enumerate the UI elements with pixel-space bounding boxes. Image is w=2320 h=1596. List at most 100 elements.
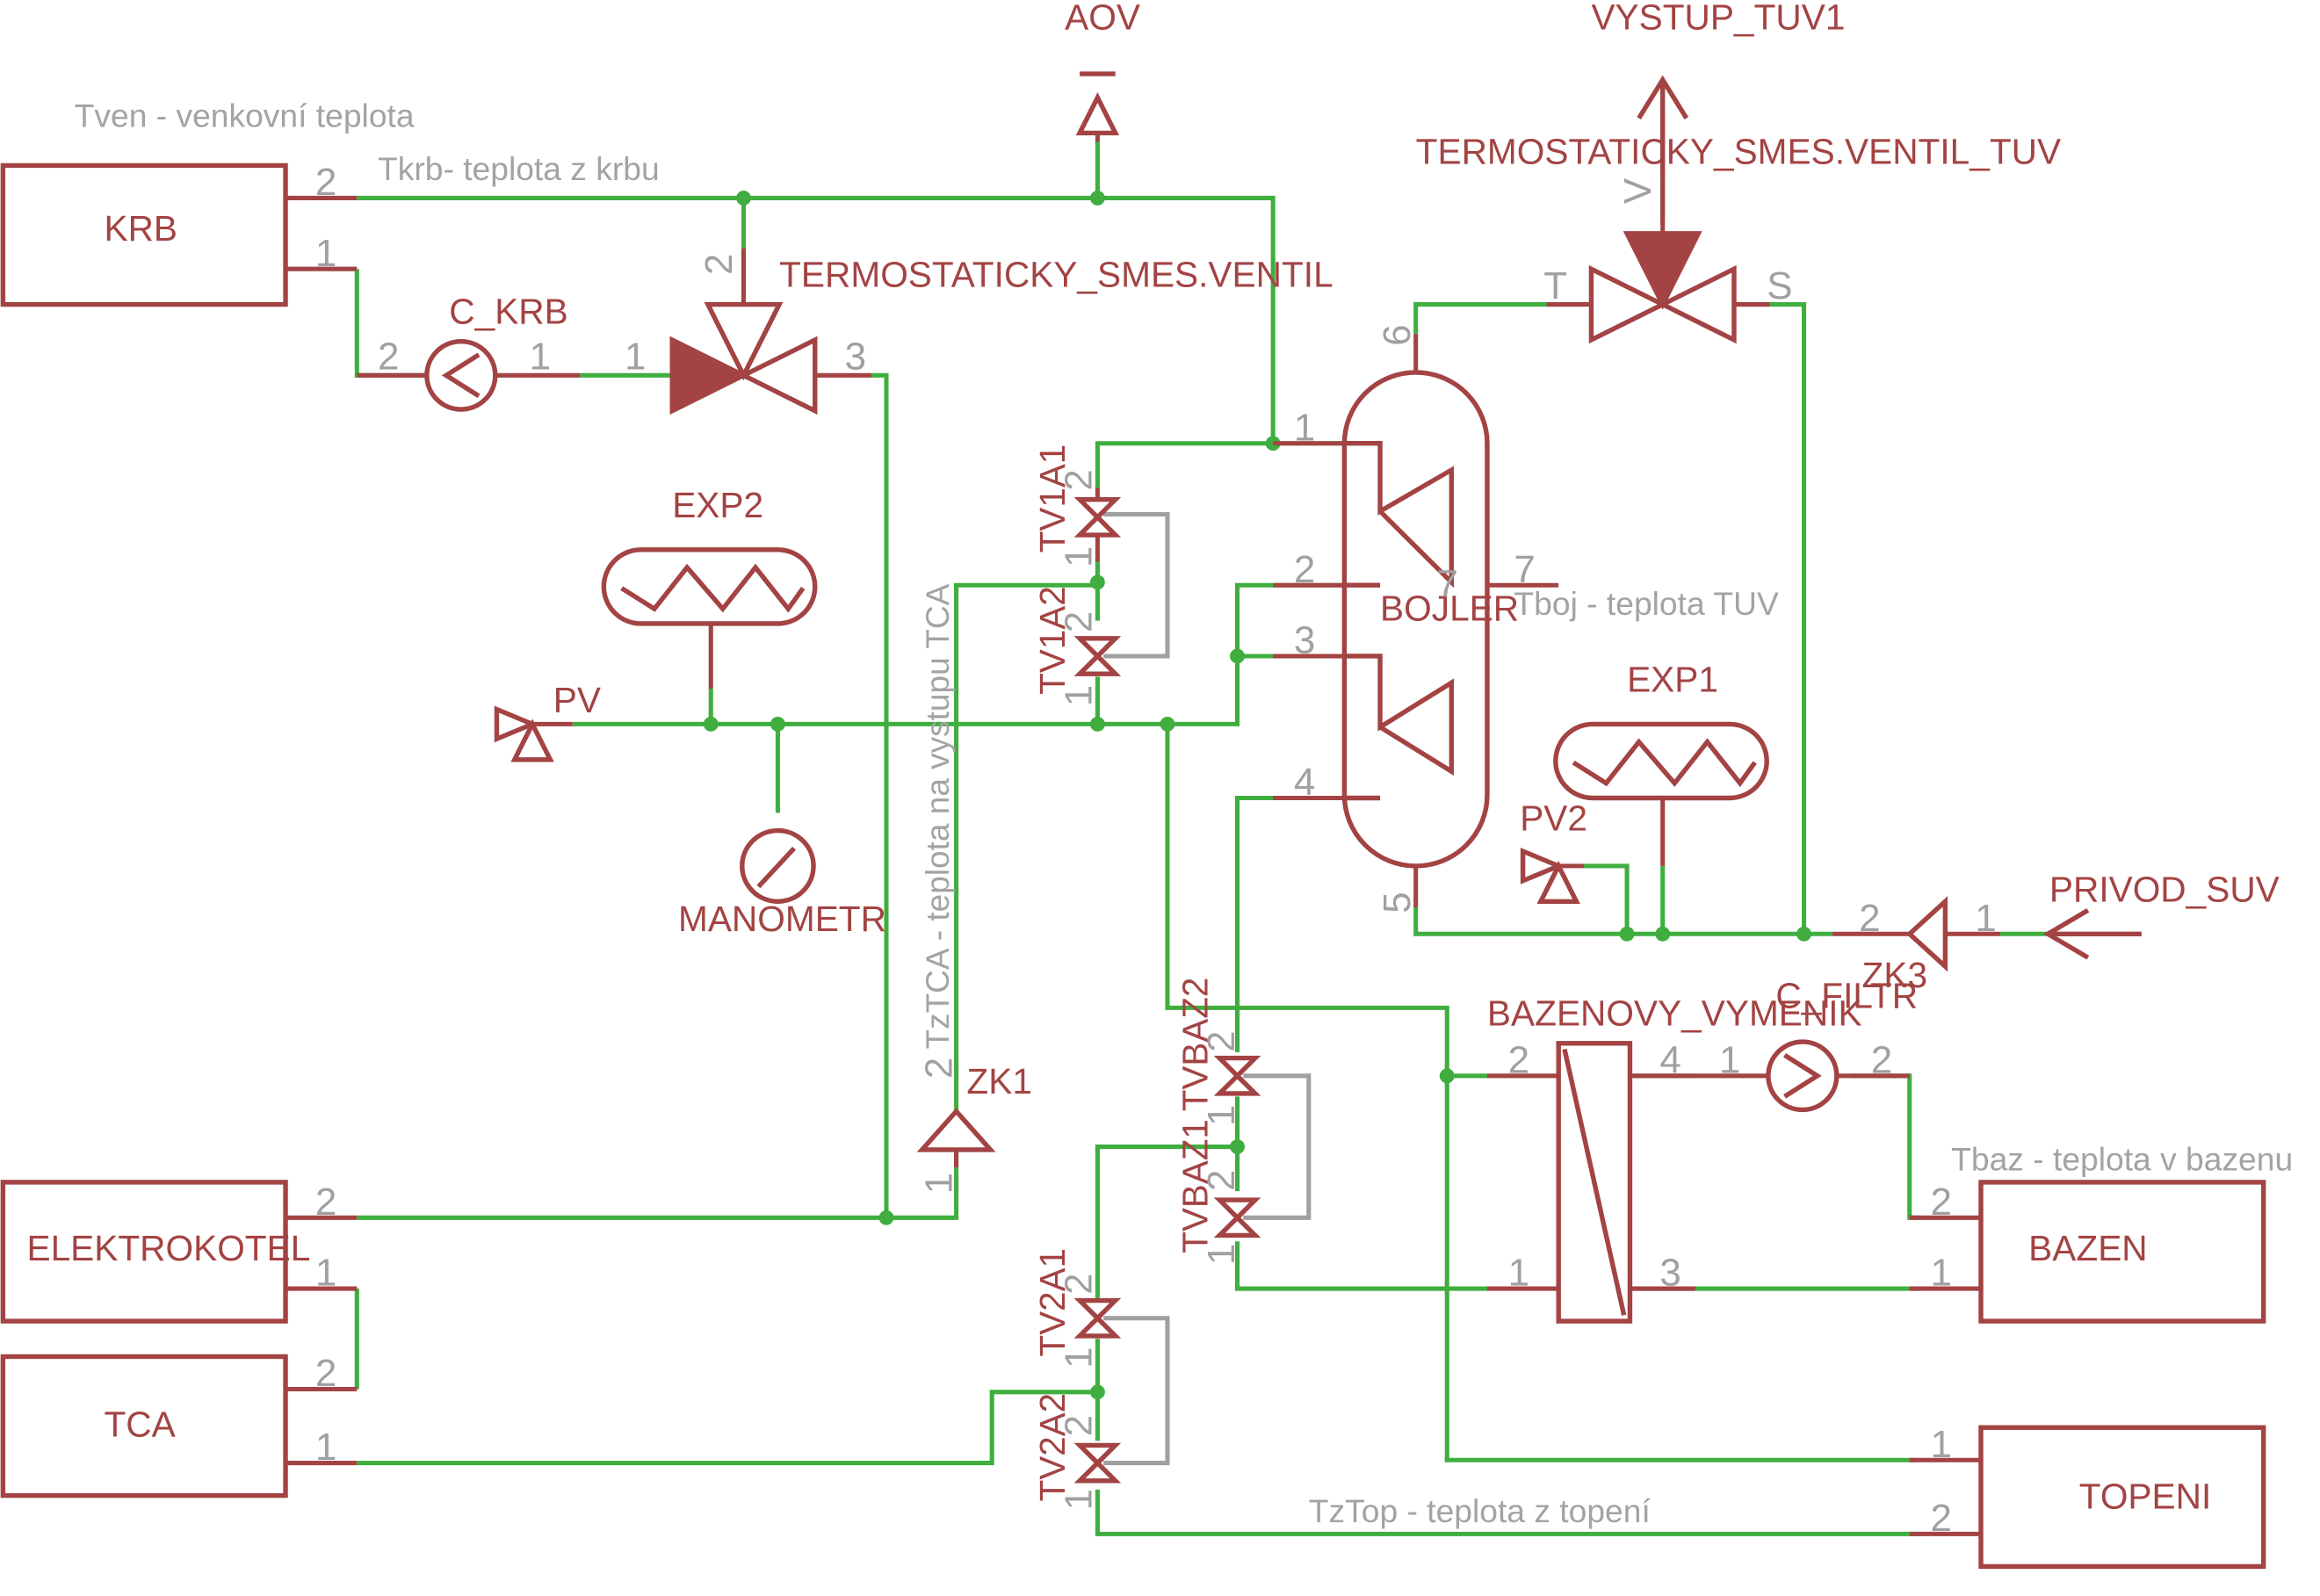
inlet-arrow-icon (2042, 908, 2142, 960)
tv1a1-pin-1: 1 (1058, 546, 1101, 567)
tv1a1-pin-2: 2 (1058, 469, 1101, 490)
bojler-tank-icon (1273, 334, 1559, 907)
tvbaz2-label: TVBAZ2 (1175, 978, 1216, 1112)
elektrokotel-label: ELEKTROKOTEL (26, 1228, 310, 1268)
bojler-pin-6: 6 (1376, 324, 1419, 345)
pv-label: PV (553, 680, 601, 720)
c-krb-pin-1: 1 (530, 336, 551, 379)
tv2a2-pin-1: 1 (1058, 1489, 1101, 1510)
tvbaz2-pin-1: 1 (1200, 1105, 1243, 1126)
krb-label: KRB (105, 208, 178, 249)
c-krb-label: C_KRB (449, 292, 567, 332)
thermo-valve-tvbaz2-icon (1213, 1055, 1261, 1096)
thermo-valve-tv1a1-icon (1073, 487, 1122, 562)
tuv-valve-pin-t: T (1543, 264, 1567, 307)
vystup-tuv1-label: VYSTUP_TUV1 (1591, 0, 1845, 38)
topeni-pin-1: 1 (1930, 1423, 1951, 1466)
zk1-label: ZK1 (966, 1061, 1032, 1101)
tv2a2-label: TV2A2 (1032, 1393, 1073, 1501)
junction-dots (703, 191, 1812, 1400)
tv2a1-label: TV2A1 (1032, 1248, 1073, 1356)
thermo-valve-tvbaz1-icon (1213, 1197, 1261, 1239)
tvbaz2-pin-2: 2 (1200, 1031, 1243, 1052)
tca-label: TCA (105, 1404, 176, 1444)
bazen-box (1909, 1180, 2266, 1324)
tv1a1-label: TV1A1 (1032, 444, 1073, 552)
tuv-valve-pin-v: V (1616, 177, 1659, 204)
bojler-pin-1: 1 (1294, 406, 1315, 449)
heat-exchanger-icon (1486, 1041, 1695, 1324)
tvbaz1-label: TVBAZ1 (1175, 1119, 1216, 1253)
vymenik-pin-4: 4 (1659, 1039, 1680, 1082)
smes-ventil-label: TERMOSTATICKY_SMES.VENTIL (779, 255, 1333, 295)
note-tztop: TzTop - teplota z topení (1309, 1492, 1651, 1529)
thermo-valve-tv2a2-icon (1073, 1442, 1122, 1484)
tv2a2-pin-2: 2 (1058, 1415, 1101, 1436)
bazenovy-vymenik-label: BAZENOVY_VYMENIK (1487, 993, 1862, 1034)
check-valve-zk1-icon (916, 1108, 996, 1168)
bojler-pin-4: 4 (1294, 761, 1315, 804)
pv2-label: PV2 (1520, 798, 1587, 839)
expansion-tank-exp1-icon (1553, 721, 1769, 866)
c-filtr-pin-2: 2 (1871, 1039, 1892, 1082)
tuv-valve-pin-s: S (1767, 264, 1792, 307)
topeni-label: TOPENI (2079, 1477, 2212, 1517)
manometr-label: MANOMETR (678, 899, 886, 939)
zk1-pin-2: 2 (917, 1058, 960, 1079)
krb-pin-1: 1 (315, 232, 336, 275)
tv1a2-pin-1: 1 (1058, 685, 1101, 706)
smes-ventil-tuv-label: TERMOSTATICKY_SMES.VENTIL_TUV (1416, 132, 2061, 172)
nets (354, 140, 2049, 1536)
zk1-pin-1: 1 (917, 1173, 960, 1194)
elektrokotel-pin-2: 2 (315, 1181, 336, 1224)
krb-pin-2: 2 (315, 161, 336, 204)
bazen-pin-1: 1 (1930, 1252, 1951, 1295)
aov-icon (1075, 71, 1120, 142)
topeni-pin-2: 2 (1930, 1497, 1951, 1540)
bazen-label: BAZEN (2028, 1228, 2147, 1268)
bojler-pin-3: 3 (1294, 619, 1315, 662)
vymenik-pin-3: 3 (1659, 1252, 1680, 1295)
bojler-pin-2: 2 (1294, 548, 1315, 591)
tv1a2-pin-2: 2 (1058, 611, 1101, 632)
zk3-label: ZK3 (1862, 955, 1928, 995)
smes-ventil-pin-1: 1 (625, 336, 646, 379)
pump-c-krb-icon (357, 338, 581, 412)
aov-label: AOV (1065, 0, 1140, 38)
safety-valve-pv-icon (494, 705, 573, 762)
privod-suv-label: PRIVOD_SUV (2049, 869, 2280, 909)
tvbaz1-pin-2: 2 (1200, 1170, 1243, 1191)
c-filtr-label: C_FILTR (1775, 976, 1918, 1016)
elektrokotel-box (0, 1180, 358, 1324)
safety-valve-pv2-icon (1520, 848, 1584, 904)
tvbaz1-pin-1: 1 (1200, 1244, 1243, 1265)
note-tven: Tven - venkovní teplota (75, 97, 415, 134)
tca-pin-1: 1 (315, 1426, 336, 1469)
c-filtr-pin-1: 1 (1719, 1039, 1740, 1082)
smes-ventil-pin-3: 3 (845, 336, 866, 379)
thermo-valve-tv1a2-icon (1073, 636, 1122, 676)
bojler-pin-7: 7 (1514, 548, 1535, 591)
manometer-icon (740, 827, 816, 904)
vymenik-pin-2: 2 (1508, 1039, 1529, 1082)
c-krb-pin-2: 2 (378, 336, 399, 379)
zk3-pin-2: 2 (1859, 897, 1880, 940)
tv2a1-pin-1: 1 (1058, 1347, 1101, 1369)
zk3-pin-1: 1 (1975, 897, 1996, 940)
exp1-label: EXP1 (1627, 659, 1718, 699)
tca-pin-2: 2 (315, 1352, 336, 1395)
tv1a2-label: TV1A2 (1032, 586, 1073, 694)
tuv-mixing-valve-icon (1546, 177, 1770, 344)
note-tkrb: Tkrb- teplota z krbu (378, 150, 660, 187)
pump-c-filtr-icon (1695, 1039, 1910, 1113)
thermo-valve-tv2a1-icon (1073, 1297, 1122, 1339)
note-tztca: TzTCA - teplota na vystupu TCA (919, 583, 956, 1049)
mixing-valve-icon (669, 248, 872, 415)
vymenik-pin-1: 1 (1508, 1252, 1529, 1295)
bojler-label: BOJLER (1380, 589, 1519, 629)
elektrokotel-pin-1: 1 (315, 1252, 336, 1295)
bazen-pin-2: 2 (1930, 1181, 1951, 1224)
tca-box (0, 1354, 358, 1499)
krb-box (0, 162, 358, 307)
